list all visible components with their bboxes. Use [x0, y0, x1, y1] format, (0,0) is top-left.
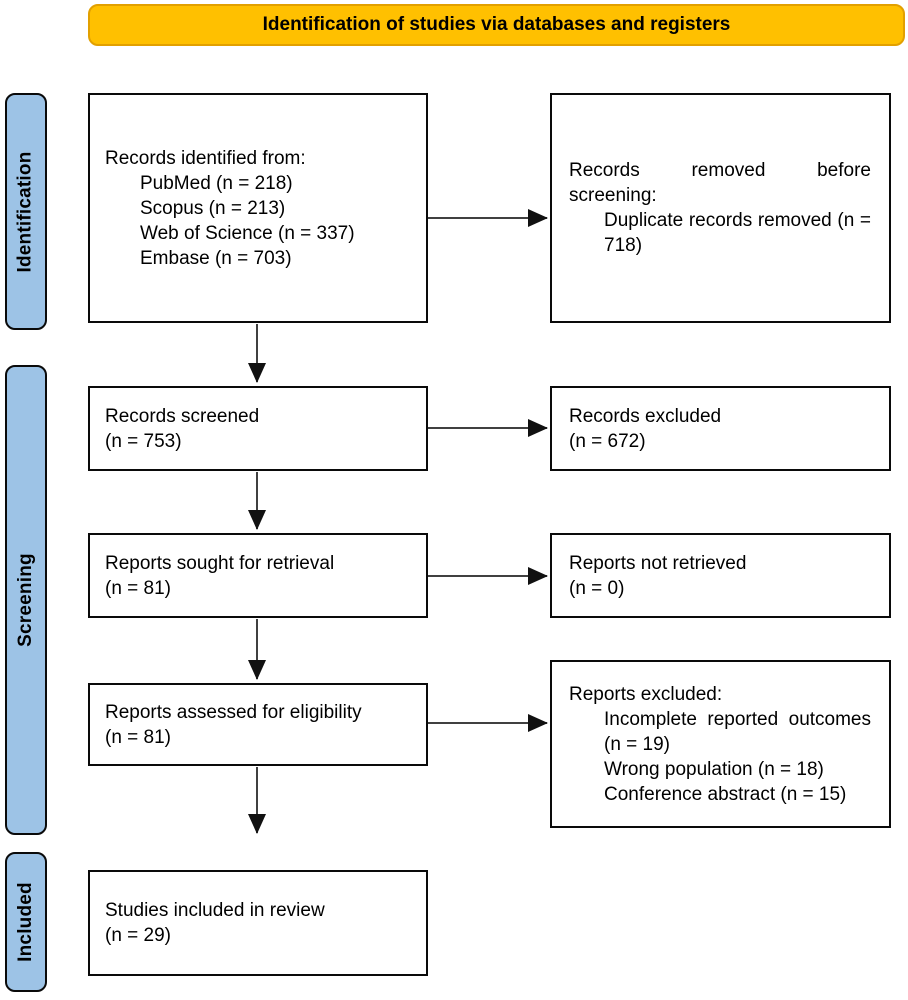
reports-assessed-line2: (n = 81) — [105, 726, 172, 748]
box-records-identified: Records identified from: PubMed (n = 218… — [88, 93, 428, 323]
records-removed-heading: Records removed before screening: — [569, 160, 871, 206]
records-identified-item-web-of-science: Web of Science (n = 337) — [140, 222, 355, 244]
box-studies-included: Studies included in review (n = 29) — [88, 870, 428, 976]
stage-included: Included — [5, 852, 47, 992]
box-records-excluded: Records excluded (n = 672) — [550, 386, 891, 471]
records-removed-item-duplicates: Duplicate records removed (n = 718) — [604, 210, 871, 256]
reports-assessed-line1: Reports assessed for eligibility — [105, 701, 362, 723]
box-reports-sought: Reports sought for retrieval (n = 81) — [88, 533, 428, 618]
reports-sought-line2: (n = 81) — [105, 577, 172, 599]
studies-included-line2: (n = 29) — [105, 925, 172, 946]
records-identified-item-scopus: Scopus (n = 213) — [140, 197, 286, 219]
records-screened-line2: (n = 753) — [105, 430, 182, 452]
reports-excluded-item-incomplete-outcomes: Incomplete reported outcomes (n = 19) — [604, 708, 871, 755]
records-identified-heading: Records identified from: — [105, 147, 306, 169]
records-identified-item-pubmed: PubMed (n = 218) — [140, 172, 293, 194]
records-identified-item-embase: Embase (n = 703) — [140, 247, 292, 269]
reports-sought-line1: Reports sought for retrieval — [105, 552, 335, 574]
stage-screening: Screening — [5, 365, 47, 835]
reports-excluded-heading: Reports excluded: — [569, 683, 723, 705]
stage-identification-label: Identification — [15, 150, 36, 273]
reports-not-retrieved-line2: (n = 0) — [569, 577, 625, 599]
box-reports-excluded: Reports excluded: Incomplete reported ou… — [550, 660, 891, 828]
stage-screening-label: Screening — [15, 553, 37, 647]
records-excluded-line2: (n = 672) — [569, 430, 646, 452]
box-records-removed: Records removed before screening: Duplic… — [550, 93, 891, 323]
records-screened-line1: Records screened — [105, 405, 260, 427]
reports-not-retrieved-line1: Reports not retrieved — [569, 552, 747, 574]
studies-included-line1: Studies included in review — [105, 900, 325, 921]
stage-identification: Identification — [5, 93, 47, 330]
reports-excluded-item-wrong-population: Wrong population (n = 18) — [604, 758, 824, 780]
banner-title: Identification of studies via databases … — [88, 4, 905, 46]
stage-included-label: Included — [15, 882, 36, 962]
reports-excluded-item-conference-abstract: Conference abstract (n = 15) — [604, 783, 847, 805]
box-records-screened: Records screened (n = 753) — [88, 386, 428, 471]
records-excluded-line1: Records excluded — [569, 405, 722, 427]
box-reports-not-retrieved: Reports not retrieved (n = 0) — [550, 533, 891, 618]
box-reports-assessed: Reports assessed for eligibility (n = 81… — [88, 683, 428, 766]
